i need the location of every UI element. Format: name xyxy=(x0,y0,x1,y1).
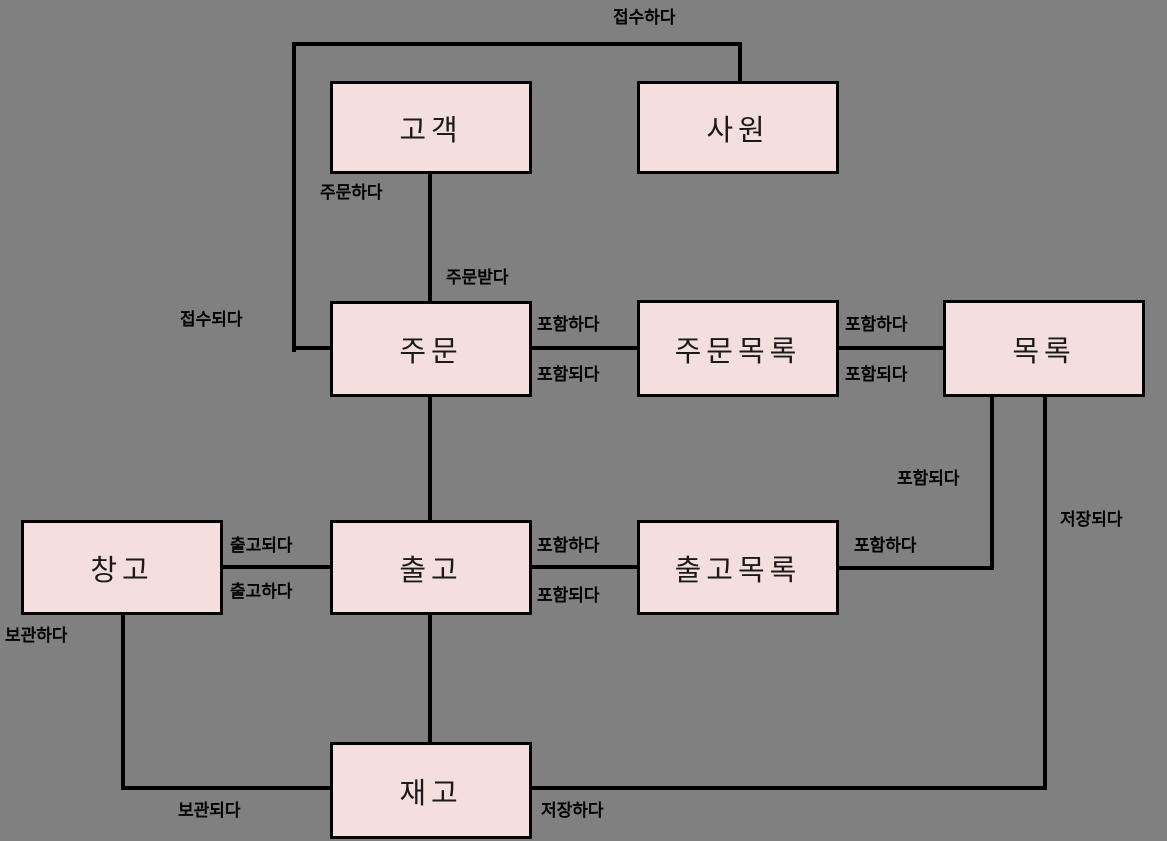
edge-customer-to-order xyxy=(428,171,432,303)
entity-label: 주문목록 xyxy=(674,333,802,368)
relationship-label-contains-release-list: 포함하다 xyxy=(537,536,600,555)
entity-item-list[interactable]: 목록 xyxy=(943,300,1145,397)
relationship-label-contains-release-item: 포함하다 xyxy=(854,536,917,555)
entity-label: 고객 xyxy=(399,112,463,147)
relationship-label-contained-release-list: 포함되다 xyxy=(897,469,960,488)
edge-order-to-order-list xyxy=(530,346,639,350)
edge-order-left-stub xyxy=(292,346,334,350)
entity-label: 창고 xyxy=(90,552,154,587)
edge-left-vertical xyxy=(292,42,296,352)
entity-employee[interactable]: 사원 xyxy=(637,81,839,174)
edge-warehouse-to-release xyxy=(221,565,332,569)
edge-release-to-release-list xyxy=(530,565,639,569)
entity-release[interactable]: 출고 xyxy=(330,520,532,615)
entity-order[interactable]: 주문 xyxy=(330,301,532,397)
relationship-label-stored-in: 저장되다 xyxy=(1060,510,1123,529)
relationship-label-store-do: 저장하다 xyxy=(541,801,604,820)
relationship-label-release-do: 출고하다 xyxy=(230,582,293,601)
relationship-label-released: 출고되다 xyxy=(230,536,293,555)
edge-warehouse-down xyxy=(121,613,125,790)
edge-employee-up-connector xyxy=(738,42,742,83)
entity-label: 재고 xyxy=(399,775,463,810)
relationship-label-contained-item-list: 포함되다 xyxy=(845,365,908,384)
edge-stock-to-item-list xyxy=(530,786,1047,790)
entity-label: 목록 xyxy=(1012,333,1076,368)
relationship-label-kept: 보관되다 xyxy=(178,801,241,820)
relationship-label-contained-release: 포함되다 xyxy=(537,586,600,605)
relationship-label-keep-do: 보관하다 xyxy=(5,626,68,645)
relationship-label-contains-item-list: 포함하다 xyxy=(845,315,908,334)
entity-label: 주문 xyxy=(399,334,463,368)
edge-order-to-release xyxy=(428,394,432,522)
relationship-label-contained-order-list: 포함되다 xyxy=(537,365,600,384)
entity-label: 사원 xyxy=(706,112,770,147)
edge-top-horizontal xyxy=(292,42,742,46)
entity-release-list[interactable]: 출고목록 xyxy=(637,520,839,615)
relationship-label-order-receive: 주문받다 xyxy=(446,268,509,287)
relationship-label-order-do: 주문하다 xyxy=(320,183,383,202)
edge-order-list-to-item-list xyxy=(836,346,945,350)
relationship-label-received: 접수되다 xyxy=(180,310,243,329)
entity-customer[interactable]: 고객 xyxy=(330,81,532,174)
relationship-label-contains-order-list: 포함하다 xyxy=(537,315,600,334)
edge-release-to-stock xyxy=(428,613,432,744)
edge-item-list-down-right xyxy=(1043,394,1047,790)
entity-label: 출고 xyxy=(399,552,463,587)
entity-order-list[interactable]: 주문목록 xyxy=(637,300,839,397)
edge-warehouse-to-stock xyxy=(121,786,334,790)
entity-warehouse[interactable]: 창고 xyxy=(21,520,223,615)
entity-stock[interactable]: 재고 xyxy=(330,742,532,839)
edge-item-list-down-left xyxy=(990,394,994,570)
edge-release-list-to-item-list xyxy=(836,566,994,570)
entity-label: 출고목록 xyxy=(674,552,802,587)
relationship-label-receive: 접수하다 xyxy=(613,8,676,27)
